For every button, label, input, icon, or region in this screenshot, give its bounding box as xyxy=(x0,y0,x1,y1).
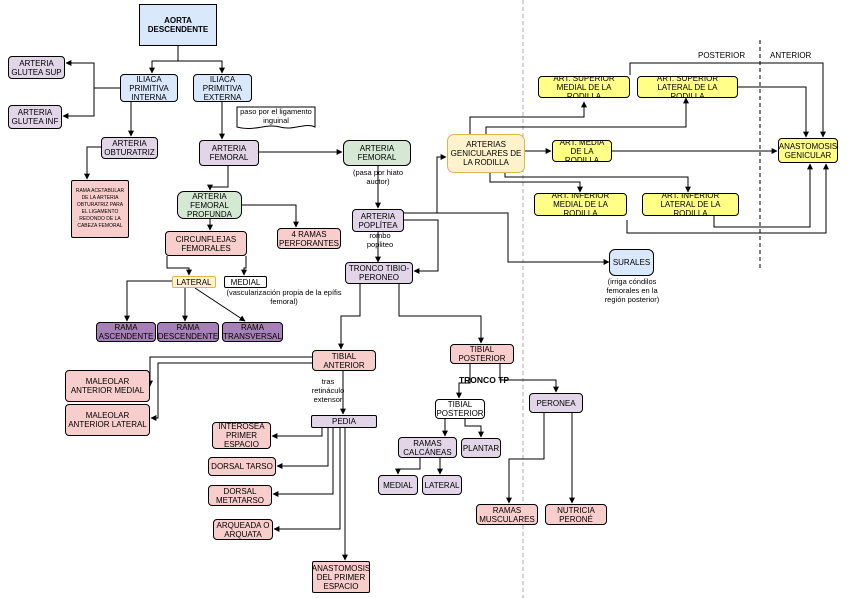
node-geniculares[interactable]: ARTERIAS GENICULARES DE LA RODILLA xyxy=(447,134,525,173)
edge-tp2-plantar xyxy=(464,419,484,438)
edge-tronco-tibial-anterior xyxy=(338,284,361,350)
edge-circunflejas-medial xyxy=(241,256,247,276)
edge-femoral-profunda xyxy=(207,166,229,191)
edge-aorta-iliaca-interna xyxy=(149,46,179,74)
node-lateral-2[interactable]: LATERAL xyxy=(422,475,462,495)
node-maleolar-medial[interactable]: MALEOLAR ANTERIOR MEDIAL xyxy=(65,370,150,402)
edge-obturatriz-acetabular xyxy=(84,146,101,180)
edge-sup-medial-anast xyxy=(629,62,826,138)
edge-calcaneas-medial xyxy=(395,458,421,475)
edge-gen-inf-medial xyxy=(489,173,583,193)
edge-sup-lateral-anast xyxy=(738,86,809,138)
edge-gen-sup-medial xyxy=(469,101,587,134)
node-iliaca-externa[interactable]: ILIACA PRIMITIVA EXTERNA xyxy=(193,74,252,102)
note-tronco-tp: TRONCO TP xyxy=(458,375,510,385)
edge-tronco-tibial-posterior xyxy=(398,284,484,344)
header-posterior: POSTERIOR xyxy=(698,51,746,60)
node-media[interactable]: ART. MEDIA DE LA RODILLA xyxy=(552,140,612,162)
edge-tp-tibial2 xyxy=(456,364,471,399)
node-anastomosis-primer[interactable]: ANASTOMOSIS DEL PRIMER ESPACIO xyxy=(312,561,370,593)
node-pedia[interactable]: PEDIA xyxy=(311,415,377,428)
edge-tibial-maleolar-lateral xyxy=(150,362,312,421)
node-medial-2[interactable]: MEDIAL xyxy=(378,475,418,495)
edge-gen-sup-lateral xyxy=(485,97,689,134)
node-tibial-posterior-2[interactable]: TIBIAL POSTERIOR xyxy=(435,399,485,419)
node-iliaca-interna[interactable]: ILIACA PRIMITIVA INTERNA xyxy=(120,74,178,102)
node-nutricia[interactable]: NUTRICIA PERONÉ xyxy=(545,504,607,525)
node-tronco-tibio[interactable]: TRONCO TIBIO-PERONEO xyxy=(345,262,413,284)
edge-profunda-perforantes xyxy=(242,204,299,228)
edge-inf-medial-anast xyxy=(626,163,829,234)
node-plantar[interactable]: PLANTAR xyxy=(461,438,501,458)
edge-peronea-musculares xyxy=(506,413,545,504)
note-irriga: (irriga cóndilos femorales en la región … xyxy=(604,277,660,304)
note-epifisis: (vascularización propia de la epífis fem… xyxy=(226,288,342,306)
node-rama-acetabular[interactable]: RAMA ACETABULAR DE LA ARTERIA OBTURATRIZ… xyxy=(71,180,129,238)
node-inf-medial[interactable]: ART. INFERIOR MEDIAL DE LA RODILLA xyxy=(534,193,627,216)
node-sup-medial[interactable]: ART. SUPERIOR MEDIAL DE LA RODILLA xyxy=(538,76,630,98)
edge-tibial-maleolar-medial xyxy=(147,356,312,387)
node-glutea-inf[interactable]: ARTERIA GLUTEA INF xyxy=(8,105,62,129)
node-dorsal-metatarso[interactable]: DORSAL METATARSO xyxy=(208,485,272,506)
edge-poplitea-tronco xyxy=(404,219,439,274)
edge-tp-peronea xyxy=(499,364,559,393)
node-aorta[interactable]: AORTA DESCENDENTE xyxy=(139,4,217,46)
node-ramas-musculares[interactable]: RAMAS MUSCULARES xyxy=(476,504,538,525)
note-ligamento: paso por el ligamento inguinal xyxy=(240,107,312,125)
node-tibial-anterior[interactable]: TIBIAL ANTERIOR xyxy=(312,350,376,371)
node-ramas-calcaneas[interactable]: RAMAS CALCÁNEAS xyxy=(398,437,457,458)
node-maleolar-lateral[interactable]: MALEOLAR ANTERIOR LATERAL xyxy=(65,404,150,436)
edge-poplitea-geniculares xyxy=(404,154,447,214)
note-hiato: (pasa por hiato auctor) xyxy=(352,168,404,186)
node-femoral-profunda[interactable]: ARTERIA FEMORAL PROFUNDA xyxy=(177,191,242,219)
node-tibial-posterior[interactable]: TIBIAL POSTERIOR xyxy=(450,344,514,364)
node-arteria-femoral[interactable]: ARTERIA FEMORAL xyxy=(199,140,259,166)
edge-pedia-interosea xyxy=(271,428,323,439)
node-rama-ascendente[interactable]: RAMA ASCENDENTE xyxy=(96,322,156,342)
node-inf-lateral[interactable]: ART. INFERIOR LATERAL DE LA RODILLA xyxy=(642,193,739,216)
edge-circunflejas-lateral xyxy=(166,256,192,276)
node-interosea[interactable]: INTEROSEA PRIMER ESPACIO xyxy=(212,422,271,449)
note-retinaculo: tras retináculo extensor xyxy=(311,377,345,404)
edge-lateral-ascendente xyxy=(124,280,172,322)
edge-interna-glutea-inf xyxy=(62,87,120,119)
node-poplitea[interactable]: ARTERIA POPLÍTEA xyxy=(352,209,404,232)
edge-interna-glutea-sup xyxy=(65,60,120,89)
edge-pedia-dorsal-metatarso xyxy=(272,428,334,497)
node-anastomosis-genicular[interactable]: ANASTOMOSIS GENICULAR xyxy=(778,138,838,163)
edge-gen-inf-lateral xyxy=(504,173,691,193)
node-ramas-perforantes[interactable]: 4 RAMAS PERFORANTES xyxy=(277,228,341,249)
edge-pedia-arqueada xyxy=(273,428,341,532)
node-peronea[interactable]: PERONEA xyxy=(529,393,583,413)
node-arteria-femoral-2[interactable]: ARTERIA FEMORAL xyxy=(343,140,411,166)
node-surales[interactable]: SURALES xyxy=(609,249,654,276)
edge-poplitea-surales xyxy=(404,212,610,265)
edge-pedia-dorsal-tarso xyxy=(276,428,329,469)
note-rombo: rombo popliteo xyxy=(366,231,394,249)
node-dorsal-tarso[interactable]: DORSAL TARSO xyxy=(208,457,276,476)
node-arqueada[interactable]: ARQUEADA O ARQUATA xyxy=(213,519,273,540)
edge-aorta-iliaca-externa xyxy=(177,46,225,74)
node-medial[interactable]: MEDIAL xyxy=(224,276,267,288)
node-sup-lateral[interactable]: ART. SUPERIOR LATERAL DE LA RODILLA xyxy=(637,76,738,98)
ligamento-note-shape xyxy=(236,106,316,130)
node-lateral[interactable]: LATERAL xyxy=(172,276,216,288)
node-glutea-sup[interactable]: ARTERIA GLUTEA SUP xyxy=(8,56,65,79)
edge-inf-lateral-anast xyxy=(713,163,813,228)
edge-lateral-transversal xyxy=(194,287,246,322)
header-anterior: ANTERIOR xyxy=(770,51,812,60)
node-circunflejas[interactable]: CIRCUNFLEJAS FEMORALES xyxy=(165,231,247,256)
node-rama-descendente[interactable]: RAMA DESCENDENTE xyxy=(157,322,219,342)
node-rama-transversal[interactable]: RAMA TRANSVERSAL xyxy=(222,322,283,342)
node-obturatriz[interactable]: ARTERIA OBTURATRIZ xyxy=(101,137,158,159)
